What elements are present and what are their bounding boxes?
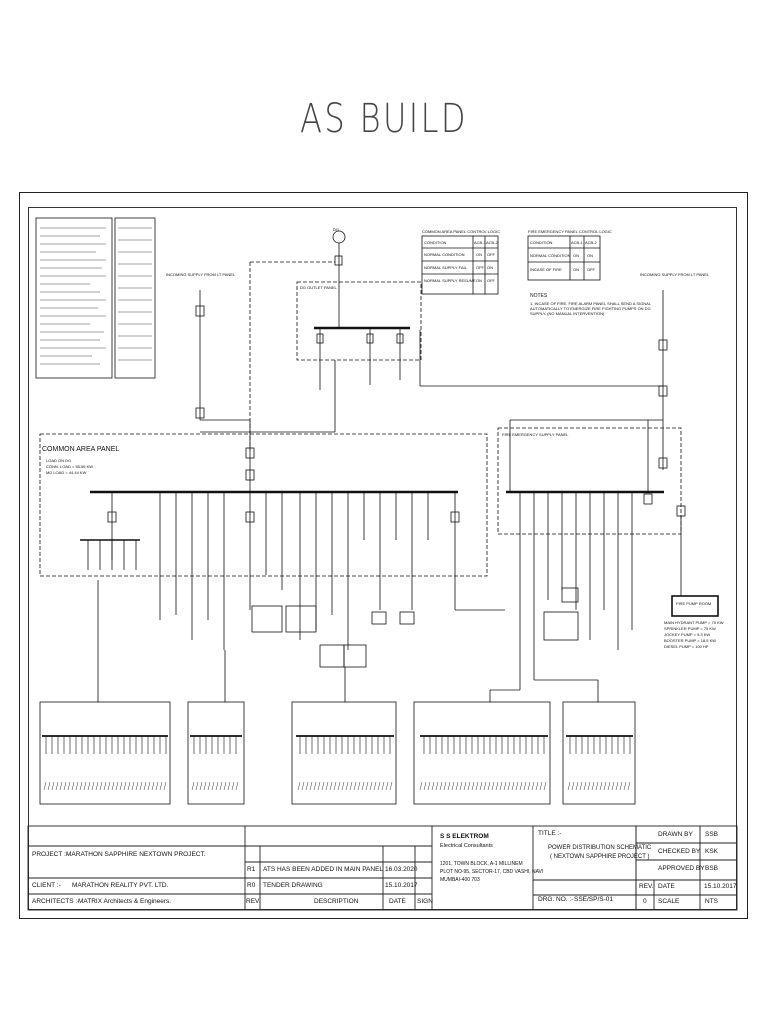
fire-ctrl-cell: INCASE OF FIRE [530,267,562,272]
drawing-border [28,207,737,910]
checked-by-label: CHECKED BY [658,848,701,855]
fire-ctrl-header: CONDITION [530,240,553,245]
common-ctrl-title: COMMON AREA PANEL CONTROL LOGIC [422,229,501,234]
rev-header: REV. [246,898,261,905]
common-ctrl-cell: ON [476,252,482,257]
common-ctrl-cell: NORMAL SUPPLY FAIL [424,265,467,270]
dg-panel-label: DG OUTLET PANEL [300,285,337,290]
notes-title: NOTES [530,293,548,299]
date-label: DATE [658,883,675,890]
drg-label: DRG. NO. :- [538,896,574,903]
common-load-line-1: LOAD ON DG [46,458,72,463]
fire-ctrl-cell: ON [573,267,579,272]
description-header: DESCRIPTION [314,898,359,905]
common-load-line-3: MD LOAD = 44.44 KW [46,470,87,475]
common-ctrl-cell: NORMAL SUPPLY RESUME [424,278,476,283]
dg-label: DG [333,227,339,232]
common-ctrl-cell: OFF [476,265,484,270]
notes-line-3: SUPPLY. (NO MANUAL INTERVENTION) [530,311,605,316]
drawn-by-label: DRAWN BY [658,831,693,838]
sign-header: SIGN [417,898,433,905]
drawn-by-value: SSB [705,831,719,838]
as-build-stamp: AS BUILD [300,96,468,142]
drg-value: SSE/SP/S-01 [574,896,614,903]
common-load-line-2: CONN. LOAD = 55.56 KW [46,464,94,469]
common-ctrl-cell: ON [476,278,482,283]
fire-ctrl-header: ACB-2 [585,240,597,245]
common-ctrl-header: ACB-2 [486,240,498,245]
notes-line-2: AUTOMATICALLY TO ENERGIZE FIRE FIGHTING … [530,306,651,311]
common-panel-label: COMMON AREA PANEL [42,446,120,453]
fire-ctrl-title: FIRE EMERGENCY PANEL CONTROL LOGIC [528,229,612,234]
common-ctrl-cell: ON [487,265,493,270]
pump-line: SPRINKLER PUMP = 75 KW [664,626,716,631]
rev-r1-desc: ATS HAS BEEN ADDED IN MAIN PANEL [263,866,384,873]
common-ctrl-header: CONDITION [424,240,447,245]
approved-by-label: APPROVED BY [658,865,705,872]
drawing-sheet [19,192,748,919]
scale-value: NTS [705,898,718,905]
date-header: DATE [389,898,406,905]
firm-address-3: MUMBAI-400 703 [440,877,480,883]
project-value: MARATHON SAPPHIRE NEXTOWN PROJECT. [66,851,206,858]
title-line-2: ( NEXTOWN SAPPHIRE PROJECT ) [550,854,650,860]
firm-sub: Electrical Consultants [440,843,493,849]
architects-value: MATRIX Architects & Engineers. [78,898,172,905]
date-value: 15.10.2017 [704,883,737,890]
pump-box-title: FIRE PUMP ROOM [676,601,712,606]
rev-r0-date: 15.10.2017 [385,882,418,889]
title-label: TITLE :- [538,830,562,837]
notes-line-1: 1. INCASE OF FIRE, FIRE ALARM PANEL SHAL… [530,301,651,306]
pump-line: MAIN HYDRANT PUMP = 75 KW [664,620,724,625]
pump-line: JOCKEY PUMP = 9.3 KW [664,632,711,637]
firm-address-1: 1201, TOWN BLOCK, A-1 MILLINEM [440,861,523,867]
incomer-left-label: INCOMING SUPPLY FROM LT PANEL [166,272,236,277]
fire-ctrl-cell: NORMAL CONDITION [530,253,571,258]
rev-r1: R1 [247,866,256,873]
firm-address-2: PLOT NO-95, SECTOR-17, CBD VASHI, NAVI [440,869,544,875]
pump-line: DIESEL PUMP = 100 HP [664,644,709,649]
rev-r0: R0 [247,882,256,889]
title-line-1: POWER DISTRIBUTION SCHEMATIC [548,845,652,851]
rev-value: 0 [643,898,647,905]
common-ctrl-header: ACB-1 [474,240,486,245]
scale-label: SCALE [658,898,680,905]
firm-name: S S ELEKTROM [440,833,489,840]
fire-ctrl-cell: ON [587,253,593,258]
incomer-right-label: INCOMING SUPPLY FROM LT PANEL [640,272,710,277]
common-ctrl-cell: OFF [487,252,495,257]
common-ctrl-cell: NORMAL CONDITION [424,252,465,257]
fire-ctrl-cell: OFF [587,267,595,272]
fire-panel-label: FIRE EMERGENCY SUPPLY PANEL [502,432,569,437]
approved-by-value: BSB [705,865,719,872]
fire-ctrl-header: ACB-1 [571,240,583,245]
architects-label: ARCHITECTS :- [32,898,80,905]
pump-line: BOOSTER PUMP = 18.5 KW [664,638,717,643]
checked-by-value: KSK [705,848,719,855]
project-label: PROJECT :- [32,851,68,858]
client-label: CLIENT :- [32,882,61,889]
rev-r1-date: 16.03.2020 [385,866,418,873]
fire-ctrl-cell: ON [573,253,579,258]
rev-label: REV. [639,883,654,890]
client-value: MARATHON REALITY PVT. LTD. [72,882,169,889]
common-ctrl-cell: OFF [487,278,495,283]
rev-r0-desc: TENDER DRAWING [263,882,323,889]
